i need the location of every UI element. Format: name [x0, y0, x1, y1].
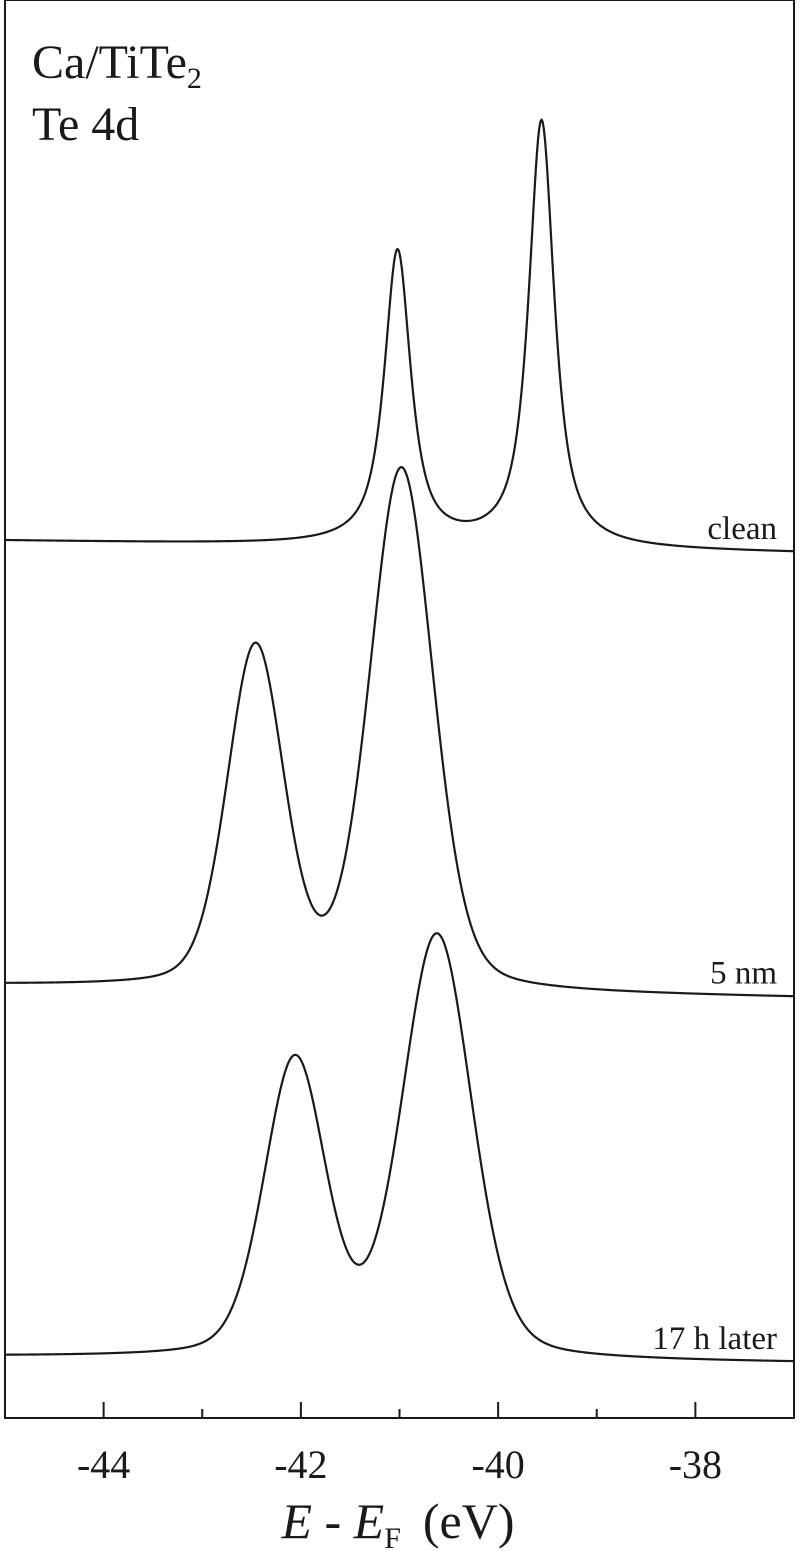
svg-text:Ca/TiTe2: Ca/TiTe2 [32, 36, 202, 95]
x-label-dash: - [312, 1493, 354, 1549]
spectrum-line-clean [4, 118, 795, 553]
title-line2: Te 4d [32, 98, 139, 151]
curve-labels: clean 5 nm 17 h later [652, 511, 777, 1357]
spectrum-line-17-h-later [4, 932, 795, 1363]
x-tick-labels: -44 -42 -40 -38 [77, 1442, 722, 1487]
plot-frame [4, 0, 795, 1419]
x-label-unit: (eV) [423, 1493, 515, 1549]
spectra [4, 118, 795, 1363]
x-axis-label: E - EF(eV) [280, 1493, 514, 1551]
curve-label-2: 17 h later [652, 1321, 777, 1357]
x-tick-label-3: -38 [669, 1442, 722, 1487]
curve-label-0: clean [707, 511, 777, 547]
title-line1-subscript: 2 [187, 62, 202, 95]
x-label-var1: E [280, 1493, 312, 1549]
panel-title: Ca/TiTe2 Te 4d [32, 36, 202, 151]
curve-label-1: 5 nm [710, 956, 777, 992]
spectrum-line-5-nm [4, 466, 795, 998]
x-label-var2-subscript: F [384, 1522, 401, 1551]
x-tick-label-1: -42 [274, 1442, 327, 1487]
title-line1: Ca/TiTe [32, 36, 187, 89]
x-label-var2: E [353, 1493, 385, 1549]
x-axis-ticks [102, 1402, 697, 1418]
x-tick-label-0: -44 [77, 1442, 130, 1487]
x-tick-label-2: -40 [471, 1442, 524, 1487]
